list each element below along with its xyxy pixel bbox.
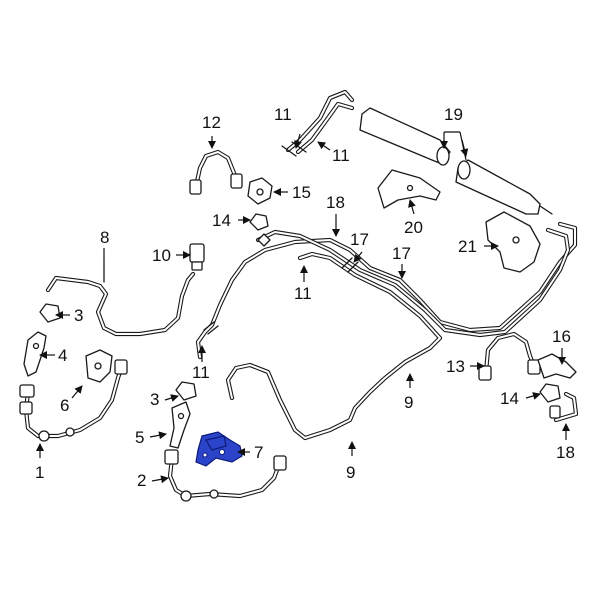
callout-8: 8 (100, 228, 109, 247)
line-8 (45, 261, 196, 337)
callout-6: 6 (60, 396, 69, 415)
callout-21: 21 (458, 237, 477, 256)
callout-18-lower: 18 (556, 443, 575, 462)
callout-3-lower: 3 (150, 390, 159, 409)
bracket-5 (169, 401, 191, 449)
callout-11-top-left: 11 (274, 105, 292, 124)
callout-7: 7 (254, 443, 263, 462)
hose-2 (164, 449, 287, 502)
callout-10: 10 (152, 246, 171, 265)
hose-13 (478, 331, 541, 381)
callout-13: 13 (446, 357, 465, 376)
callout-9-lower: 9 (346, 463, 355, 482)
callout-17-right: 17 (392, 244, 411, 263)
callout-12: 12 (202, 113, 221, 132)
cylinder-19 (359, 107, 553, 215)
callout-18-top: 18 (326, 193, 345, 212)
callout-14-top: 14 (212, 211, 231, 230)
callout-1: 1 (35, 463, 44, 482)
callout-3-left: 3 (74, 306, 83, 325)
hose-12 (189, 149, 243, 195)
hose-1 (19, 359, 128, 442)
callout-15: 15 (292, 183, 311, 202)
bracket-7-highlighted[interactable] (195, 431, 243, 467)
callout-14-lower: 14 (500, 389, 519, 408)
callout-labels: 1 2 3 3 4 5 6 7 8 9 9 10 11 11 11 11 12 … (35, 105, 575, 490)
callout-9-right: 9 (404, 393, 413, 412)
grommet-3-lower (175, 381, 197, 401)
line-18-lower (549, 391, 579, 423)
callout-20: 20 (404, 218, 423, 237)
callout-11-top-right: 11 (332, 146, 350, 165)
bracket-20 (377, 169, 441, 209)
callout-2: 2 (137, 471, 146, 490)
callout-11-lower: 11 (192, 363, 210, 382)
callout-17-left: 17 (350, 230, 369, 249)
fitting-10 (189, 243, 205, 271)
callout-4: 4 (58, 346, 67, 365)
callout-11-middle: 11 (294, 284, 312, 303)
grommet-3-left (39, 303, 61, 323)
callout-16: 16 (552, 327, 571, 346)
bracket-16 (537, 353, 577, 379)
grommet-14-top (249, 213, 271, 247)
grommet-14-lower (539, 383, 561, 403)
callout-leaders (36, 131, 570, 484)
bracket-4 (23, 331, 47, 377)
bracket-15 (247, 177, 273, 205)
bracket-6 (85, 349, 113, 383)
callout-5: 5 (135, 428, 144, 447)
bracket-21 (485, 211, 541, 273)
callout-19: 19 (444, 105, 463, 124)
